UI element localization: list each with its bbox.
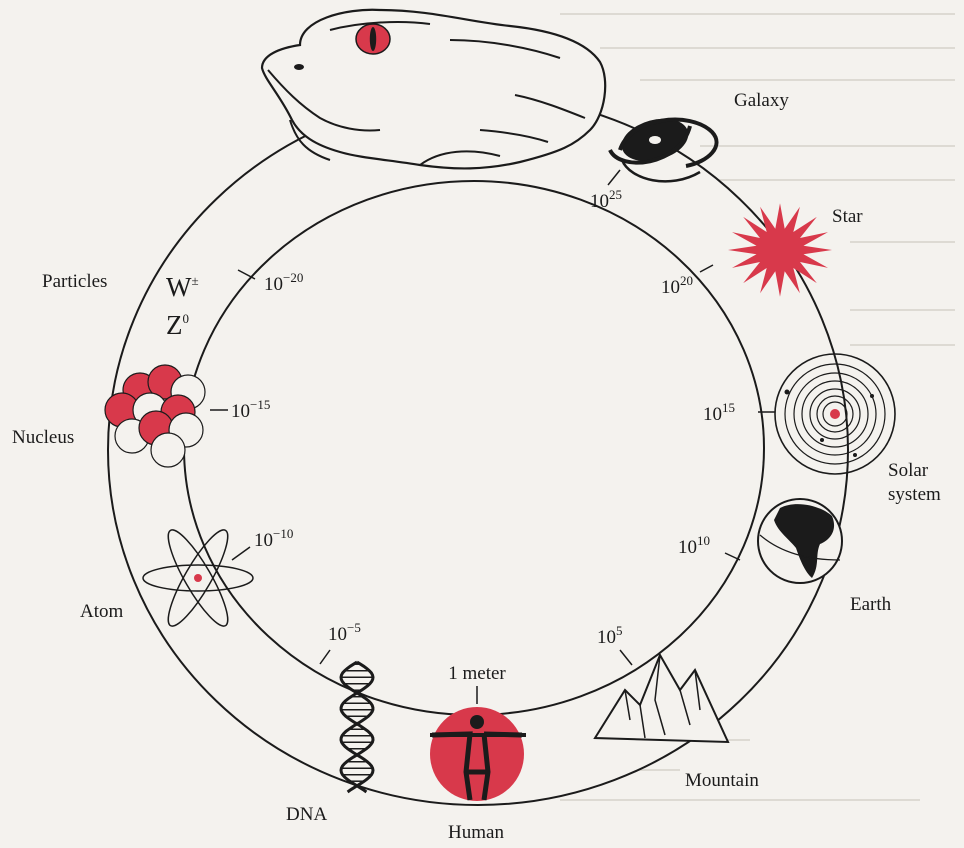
earth-icon <box>758 499 842 583</box>
galaxy-label: Galaxy <box>734 90 789 111</box>
star-label: Star <box>832 206 863 227</box>
earth-label: Earth <box>850 594 892 615</box>
atom-label: Atom <box>80 601 124 622</box>
serpent-body <box>108 95 848 805</box>
particles-label: Particles <box>42 271 107 292</box>
solar-system-label-line1: Solar <box>888 460 929 481</box>
star-icon <box>728 203 832 297</box>
mountain-label: Mountain <box>685 770 759 791</box>
nostril-icon <box>294 64 304 70</box>
nucleus-label: Nucleus <box>12 427 74 448</box>
solar-system-label-line2: system <box>888 484 941 505</box>
serpent-eye-icon <box>356 24 390 54</box>
one-meter-label: 1 meter <box>448 663 506 684</box>
dna-label: DNA <box>286 804 327 825</box>
human-label: Human <box>448 822 504 843</box>
